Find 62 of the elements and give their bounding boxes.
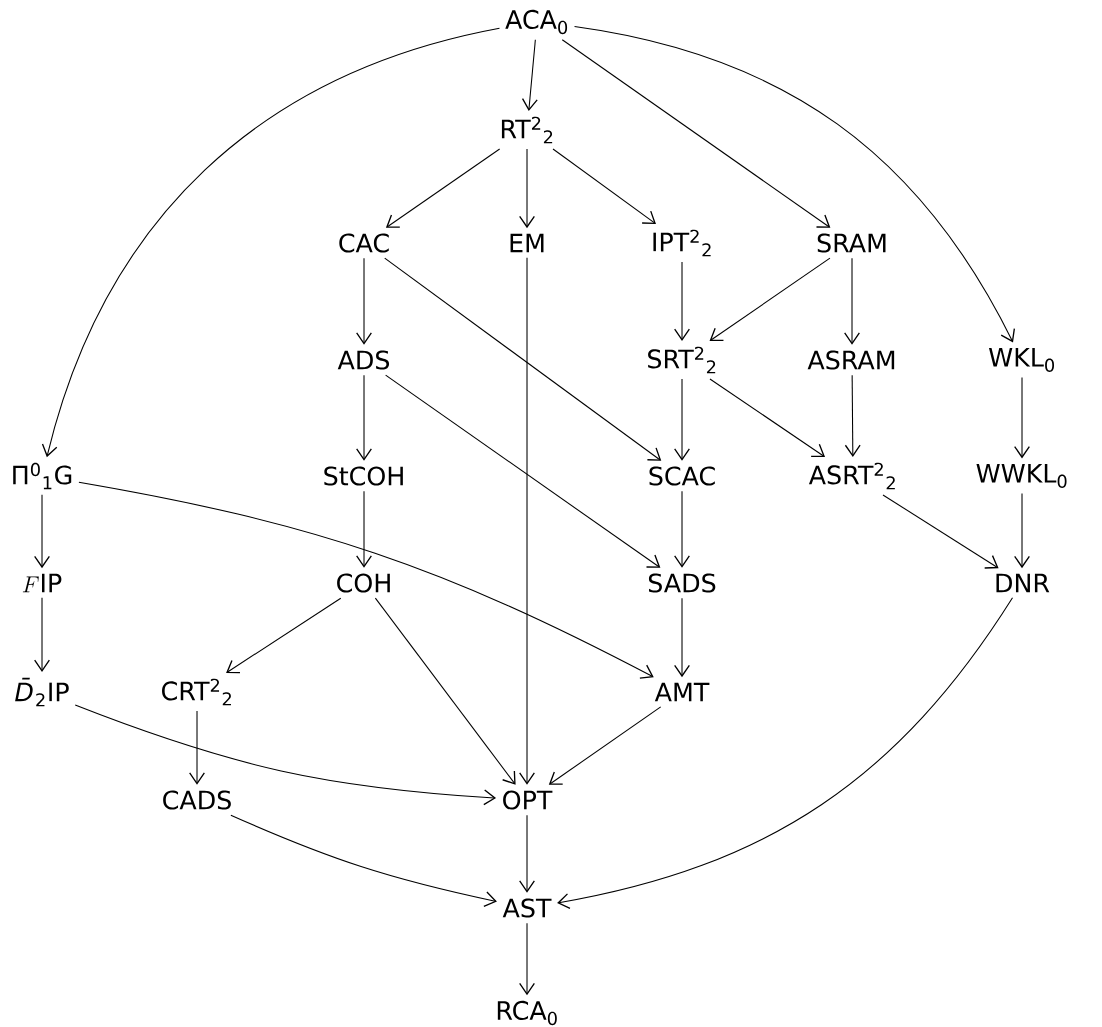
principle-label: CAC: [339, 233, 389, 253]
implication-arrow: [385, 148, 501, 228]
implication-arrow: [356, 257, 372, 345]
principle-label: D̄$_{2}$IP: [15, 677, 69, 707]
principle-label: SADS: [648, 573, 716, 593]
implication-arrow: [519, 148, 535, 229]
principle-label: CRT$^{2}$2: [162, 678, 231, 706]
principle-label: ACA$_{0}$: [505, 9, 568, 35]
implication-arrow: [189, 710, 205, 785]
implication-arrow: [674, 378, 690, 461]
implication-arrow: [41, 27, 500, 458]
implication-arrow: [709, 378, 826, 458]
implication-arrow: [574, 25, 1015, 343]
principle-label: DNR: [996, 573, 1050, 593]
implication-arrow: [230, 814, 497, 907]
implication-arrow: [374, 597, 516, 785]
implication-arrow: [519, 922, 535, 996]
implication-arrow: [844, 257, 860, 345]
implication-arrow: [548, 706, 662, 785]
principle-label: SRAM: [817, 233, 886, 253]
principle-label: ASRT$^{2}$2: [808, 462, 895, 490]
implication-arrow: [674, 597, 690, 678]
implication-arrow: [1014, 377, 1030, 459]
implication-arrow: [34, 494, 50, 569]
principle-label: OPT: [503, 790, 553, 810]
principle-label: WWKL$_{0}$: [976, 464, 1067, 488]
implication-arrow: [356, 490, 372, 568]
implication-arrow: [561, 39, 831, 228]
principle-label: COH: [337, 573, 390, 593]
principle-label: StCOH: [324, 466, 403, 486]
principle-label: WKL$_{0}$: [989, 348, 1054, 372]
principle-label: AST: [502, 898, 552, 918]
implication-arrow: [384, 257, 662, 461]
implication-arrow: [882, 494, 999, 569]
implication-arrow: [78, 481, 654, 679]
implication-arrow: [385, 374, 661, 568]
implication-arrow: [1014, 493, 1030, 569]
principle-label: ADS: [337, 350, 390, 370]
implication-arrow: [34, 597, 50, 673]
principle-label: EM: [510, 233, 544, 253]
implication-arrow: [552, 148, 656, 225]
implication-arrow: [226, 597, 342, 674]
implication-arrow: [519, 814, 535, 893]
implication-arrow: [519, 257, 535, 785]
principle-label: CADS: [163, 790, 231, 810]
principle-label: SRT$^{2}$2: [648, 346, 716, 374]
principle-label: $F\mbox{IP}$: [22, 573, 62, 593]
principle-label: ASRAM: [807, 350, 895, 370]
implication-arrow: [74, 704, 497, 806]
implication-arrow: [356, 374, 372, 461]
implication-arrow: [521, 39, 538, 111]
principle-label: IPT$^{2}$2: [653, 229, 711, 257]
principle-label: SCAC: [649, 466, 715, 486]
implication-arrow: [674, 490, 690, 568]
implication-arrow: [844, 374, 861, 458]
implication-arrow: [557, 597, 1014, 909]
principle-label: AMT: [654, 682, 710, 702]
principle-label: Π$^{0}$$_{1}$G: [13, 462, 72, 490]
implication-arrow: [674, 261, 690, 342]
implication-arrow: [709, 257, 831, 342]
principle-label: RT$^{2}$2: [501, 116, 553, 144]
principle-label: RCA$_{0}$: [497, 1000, 557, 1026]
